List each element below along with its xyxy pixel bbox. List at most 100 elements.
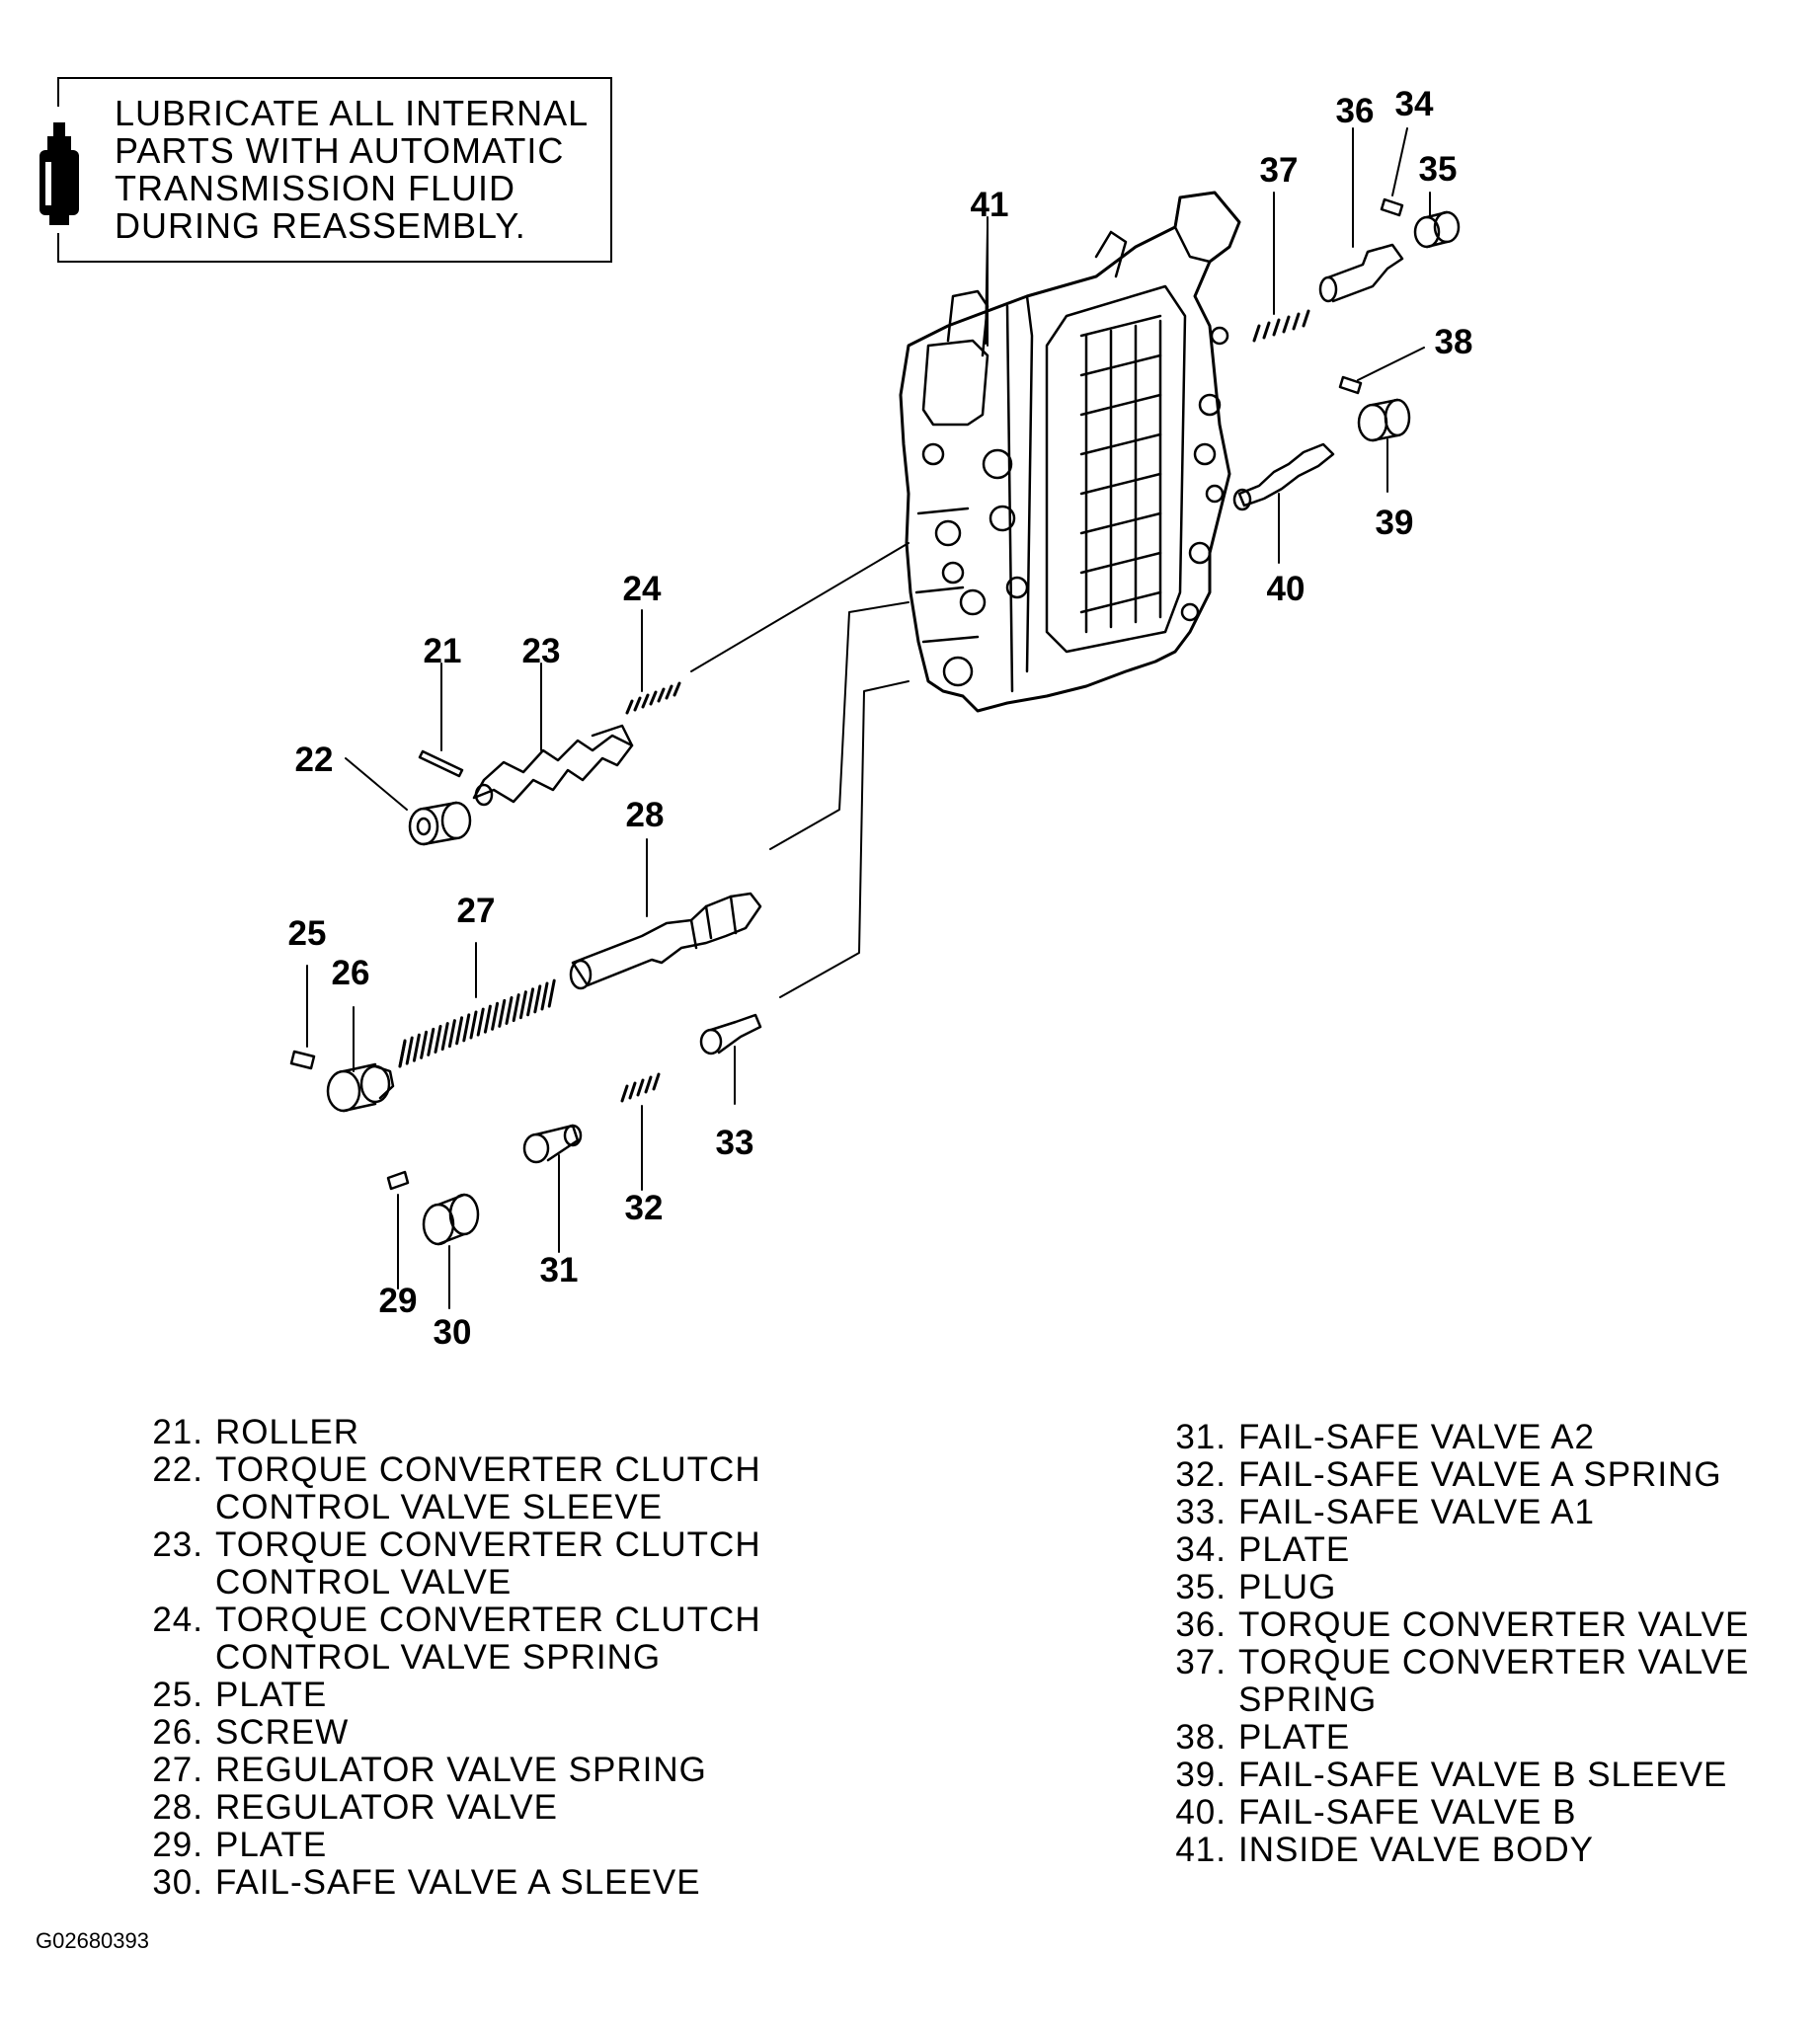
callout-33: 33 (715, 1124, 754, 1162)
legend-entry: 33. FAIL-SAFE VALVE A1 (1161, 1494, 1749, 1531)
spring-coil (498, 998, 507, 1028)
part-27-regulator-valve-spring (398, 978, 556, 1068)
callout-28: 28 (625, 796, 665, 834)
spring-coil (476, 1007, 485, 1037)
legend-entry: 26.SCREW (138, 1714, 761, 1752)
legend-label: FAIL-SAFE VALVE B SLEEVE (1238, 1757, 1727, 1794)
part-21-roller (418, 749, 464, 778)
spring-coil (547, 978, 556, 1008)
legend-label: TORQUE CONVERTER VALVE (1238, 1606, 1749, 1644)
spring-coil (469, 1010, 478, 1040)
legend-label-line: TORQUE CONVERTER CLUTCH (215, 1450, 761, 1489)
legend-label-line: CONTROL VALVE (215, 1563, 513, 1601)
fluid-bottle-icon (40, 122, 79, 225)
part-23-control-valve (472, 724, 634, 807)
legend-entry: 27.REGULATOR VALVE SPRING (138, 1752, 761, 1789)
callout-22: 22 (294, 741, 334, 779)
note-line: PARTS WITH AUTOMATIC (115, 130, 565, 171)
part-35-plug (1413, 210, 1461, 249)
legend-number: 34. (1175, 1530, 1227, 1569)
legend-number: 33. (1175, 1493, 1227, 1531)
legend-label-line: FAIL-SAFE VALVE A1 (1238, 1493, 1596, 1531)
legend-label: FAIL-SAFE VALVE A2 (1238, 1419, 1595, 1456)
callout-36: 36 (1335, 92, 1375, 130)
legend-label: PLATE (1238, 1531, 1350, 1569)
callout-26: 26 (331, 954, 370, 992)
legend-label: FAIL-SAFE VALVE A1 (1238, 1494, 1595, 1531)
legend-label-line: PLUG (1238, 1568, 1337, 1606)
spring-coil (533, 984, 542, 1014)
spring-coil (483, 1004, 492, 1034)
legend-label: PLATE (215, 1677, 327, 1714)
spring-coil (518, 990, 527, 1020)
legend-label: FAIL-SAFE VALVE B (1238, 1794, 1577, 1832)
part-25-plate (289, 1050, 316, 1070)
legend-label-line: INSIDE VALVE BODY (1238, 1831, 1594, 1869)
legend-label-line: FAIL-SAFE VALVE A2 (1238, 1418, 1596, 1456)
part-28-regulator-valve (569, 892, 762, 990)
spring-coil (427, 1027, 435, 1056)
legend-entry: 36.TORQUE CONVERTER VALVE (1161, 1606, 1749, 1644)
legend-label: PLUG (1238, 1569, 1336, 1606)
callout-30: 30 (433, 1313, 472, 1352)
legend-entry: 25. PLATE (138, 1677, 761, 1714)
spring-coil (540, 981, 549, 1011)
spring-coil (405, 1036, 414, 1065)
part-31-valve-a2 (522, 1124, 583, 1164)
legend-label-line: PLATE (1238, 1718, 1351, 1757)
spring-coil (447, 1019, 456, 1049)
legend-number: 22. (152, 1450, 203, 1489)
figure-id: G02680393 (36, 1928, 149, 1953)
legend-label-line: SPRING (1238, 1680, 1378, 1719)
legend-number: 32. (1175, 1455, 1227, 1494)
legend-number: 38. (1175, 1718, 1227, 1757)
legend-entry: 30. FAIL-SAFE VALVE A SLEEVE (138, 1864, 761, 1902)
legend-number: 30. (152, 1863, 203, 1902)
legend-label-line: CONTROL VALVE SLEEVE (215, 1488, 664, 1526)
callout-34: 34 (1394, 85, 1434, 123)
legend-label-line: REGULATOR VALVE SPRING (215, 1751, 707, 1789)
legend-entry: 39.FAIL-SAFE VALVE B SLEEVE (1161, 1757, 1749, 1794)
spring-coil (455, 1016, 464, 1046)
callout-40: 40 (1266, 570, 1306, 608)
legend-label: INSIDE VALVE BODY (1238, 1832, 1594, 1869)
callout-24: 24 (622, 570, 662, 608)
legend-number: 35. (1175, 1568, 1227, 1606)
legend-number: 21. (152, 1413, 203, 1451)
spring-coil (420, 1030, 429, 1059)
legend-number: 41. (1175, 1831, 1227, 1869)
legend-number: 25. (152, 1676, 203, 1714)
legend-label-line: FAIL-SAFE VALVE B (1238, 1793, 1577, 1832)
legend-entry: 32.FAIL-SAFE VALVE A SPRING (1161, 1456, 1749, 1494)
legend-label: FAIL-SAFE VALVE A SLEEVE (215, 1864, 701, 1902)
callout-32: 32 (624, 1189, 664, 1227)
legend-number: 23. (152, 1525, 203, 1564)
legend-label-line: FAIL-SAFE VALVE B SLEEVE (1238, 1756, 1728, 1794)
note-line: TRANSMISSION FLUID (115, 168, 516, 208)
legend-label-line: PLATE (215, 1676, 328, 1714)
note-bracket-top (57, 77, 59, 107)
part-33-valve-a1 (699, 1013, 762, 1055)
part-37-tc-valve-spring (1252, 309, 1310, 343)
legend-label-line: CONTROL VALVE SPRING (215, 1638, 662, 1677)
legend-number: 26. (152, 1713, 203, 1752)
legend-number: 28. (152, 1788, 203, 1827)
spring-coil (526, 987, 535, 1017)
callout-37: 37 (1259, 151, 1299, 190)
spring-coil (462, 1013, 471, 1043)
legend-label: ROLLER (215, 1414, 359, 1451)
spring-coil (434, 1025, 442, 1054)
legend-label-line: TORQUE CONVERTER CLUTCH (215, 1525, 761, 1564)
part-34-plate (1380, 197, 1404, 217)
part-32-spring (620, 1072, 661, 1103)
